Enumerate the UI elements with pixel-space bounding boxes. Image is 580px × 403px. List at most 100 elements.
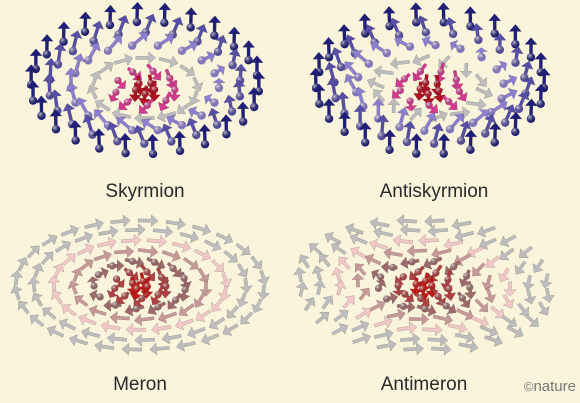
spin-arrow [152,224,174,239]
spin-ball-highlight [169,264,177,273]
nature-credit: ©nature [524,378,576,395]
spin-arrow [61,303,77,317]
spin-ball-highlight [474,35,483,45]
spin-arrow [502,293,515,309]
spin-arrow [210,259,225,273]
spin-ball-highlight [396,86,404,95]
spin-arrow [333,280,347,296]
spin-ball-highlight [177,46,187,56]
spin-ball-highlight [129,68,137,76]
spin-arrow [239,277,253,294]
spin-arrow [54,240,72,254]
spin-arrow [454,229,475,243]
spin-ball-highlight [200,140,210,149]
spin-ball-highlight [435,87,443,95]
spin-arrow [476,225,496,238]
spin-ball-highlight [186,23,195,32]
spin-ball-highlight [149,67,157,75]
spin-ball-highlight [181,286,189,294]
spin-arrow [176,101,192,115]
spin-arrow [499,247,515,261]
spin-ball-highlight [68,47,78,56]
spin-ball-highlight [445,125,455,134]
spin-ball-highlight [125,269,133,277]
spin-arrow [369,299,386,312]
spin-arrow [313,279,327,295]
spin-arrow [518,245,534,259]
spin-arrow [86,84,99,100]
spin-arrow [88,304,107,318]
spin-ball-highlight [42,50,52,59]
spin-arrow [96,236,117,250]
spin-arrow [409,107,422,122]
spin-ball-highlight [143,268,151,276]
spin-ball-highlight [526,114,536,123]
spin-ball-highlight [374,284,383,292]
spin-arrow [165,217,186,231]
spin-arrow [80,326,101,340]
spin-ball-highlight [429,139,439,148]
spin-arrow [179,64,196,77]
spin-arrow [352,332,372,345]
spin-ball-highlight [434,292,442,300]
spin-ball-highlight [180,274,188,282]
spin-arrow [514,260,527,275]
spin-ball-highlight [477,53,486,62]
spin-ball-highlight [160,18,169,28]
spin-ball-highlight [37,111,46,120]
skyrmion-panel [24,1,266,159]
spin-arrow [484,334,503,348]
spin-arrow [480,324,499,338]
spin-ball-highlight [361,138,370,147]
meron-label: Meron [113,374,167,395]
spin-arrow [16,256,29,272]
spin-arrow [503,281,517,297]
spin-ball-highlight [428,282,436,290]
spin-arrow [218,285,232,302]
spin-arrow [174,317,194,331]
spin-arrow [539,273,553,289]
spin-ball-highlight [148,149,158,159]
spin-ball-highlight [492,65,501,74]
spin-arrow [524,314,539,327]
spin-arrow [84,218,104,231]
spin-arrow [31,262,44,279]
spin-ball-highlight [421,28,431,37]
spin-ball-highlight [214,83,224,93]
spin-arrow [364,253,382,266]
spin-arrow [349,232,368,246]
spin-ball-highlight [147,79,155,87]
spin-ball-highlight [244,56,253,65]
spin-arrow [331,323,349,336]
spin-ball-highlight [103,46,113,56]
spin-arrow [70,267,84,283]
spin-arrow [17,300,30,315]
spin-arrow [215,232,234,245]
spin-arrow [226,304,240,319]
spin-ball-highlight [167,137,176,146]
spin-arrow [137,214,159,228]
spin-ball-highlight [500,118,510,127]
spin-arrow [110,214,131,228]
spin-arrow [499,234,517,247]
spin-arrow [454,330,475,344]
spin-arrow [121,233,142,247]
spin-arrow [74,295,89,308]
spin-arrow [251,298,264,314]
spin-ball-highlight [192,130,201,140]
spin-ball-highlight [430,258,438,266]
spin-ball-highlight [416,67,425,76]
spin-ball-highlight [421,277,430,285]
spin-arrow [345,222,364,236]
spin-arrow [342,295,355,309]
spin-arrow [483,287,497,304]
spin-ball-highlight [127,126,137,135]
spin-ball-highlight [421,305,429,313]
spin-ball-highlight [408,258,416,266]
spin-ball-highlight [133,285,141,293]
spin-ball-highlight [235,92,245,101]
spin-ball-highlight [383,295,391,303]
spin-arrow [78,313,97,326]
spin-arrow [223,249,238,263]
spin-arrow [295,281,309,297]
